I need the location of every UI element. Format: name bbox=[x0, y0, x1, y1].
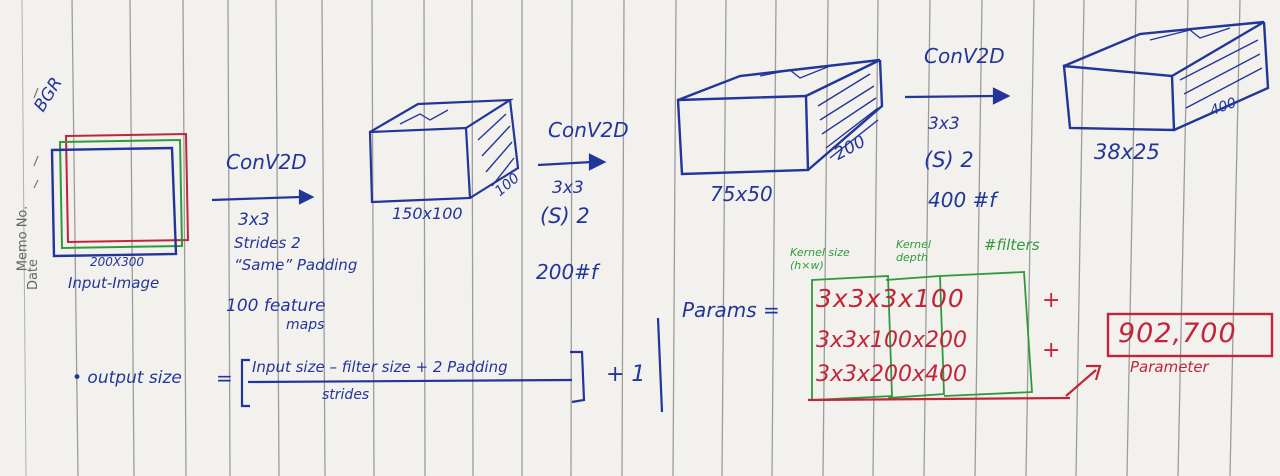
feature-map-cube-1 bbox=[368, 98, 520, 204]
layer1-op-label: ConV2D bbox=[226, 150, 307, 174]
cube2-size-label: 75x50 bbox=[710, 182, 773, 206]
arrow-3 bbox=[904, 87, 1011, 105]
params-total-label: Parameter bbox=[1130, 358, 1209, 376]
params-sum-arrow bbox=[807, 364, 1102, 402]
margin-line bbox=[21, 0, 27, 476]
layer1-strides-label: Strides 2 bbox=[234, 234, 301, 252]
params-total: 902,700 bbox=[1118, 318, 1237, 349]
layer3-strides-label: (S) 2 bbox=[924, 148, 974, 172]
formula-numerator: Input size – filter size + 2 Padding bbox=[252, 358, 508, 376]
arrow-1 bbox=[211, 189, 315, 205]
input-image-stack bbox=[50, 132, 190, 258]
layer1-maps-label: 100 feature bbox=[226, 296, 326, 316]
params-row-3: 3x3x200x400 bbox=[816, 362, 968, 387]
layer2-filters-label: 200#f bbox=[536, 260, 598, 284]
cube1-size-label: 150x100 bbox=[392, 204, 463, 223]
arrow-2 bbox=[537, 153, 607, 171]
layer2-op-label: ConV2D bbox=[548, 118, 629, 142]
input-size-label: 200X300 bbox=[90, 255, 145, 269]
rule-lines bbox=[71, 0, 1241, 476]
layer2-strides-label: (S) 2 bbox=[540, 204, 590, 228]
feature-map-cube-2 bbox=[676, 58, 884, 176]
layer1-kernel-label: 3x3 bbox=[238, 210, 270, 230]
params-label: Params = bbox=[682, 298, 780, 322]
layer3-filters-label: 400 #f bbox=[928, 188, 997, 212]
header-kernel-depth: Kernel depth bbox=[896, 238, 931, 265]
layer1-padding-label: “Same” Padding bbox=[234, 256, 358, 274]
layer2-kernel-label: 3x3 bbox=[552, 178, 584, 198]
params-row-2: 3x3x100x200 bbox=[816, 328, 968, 353]
formula-strokes bbox=[240, 317, 664, 413]
input-image-label: Input-Image bbox=[68, 274, 160, 292]
layer3-kernel-label: 3x3 bbox=[928, 114, 960, 134]
cube3-size-label: 38x25 bbox=[1094, 140, 1160, 164]
total-box bbox=[1106, 312, 1274, 358]
layer1-maps-label-2: maps bbox=[286, 317, 325, 333]
header-filters: #filters bbox=[984, 236, 1040, 254]
formula-plus-one: + 1 bbox=[606, 362, 646, 387]
formula-denominator: strides bbox=[322, 387, 370, 403]
params-plus-1: + bbox=[1042, 288, 1061, 313]
formula-label: • output size bbox=[72, 368, 182, 388]
params-row-1: 3x3x3x100 bbox=[816, 284, 965, 313]
layer3-op-label: ConV2D bbox=[924, 44, 1005, 68]
params-grouping-boxes bbox=[811, 271, 1033, 401]
feature-map-cube-3 bbox=[1062, 20, 1270, 132]
params-plus-2: + bbox=[1042, 338, 1061, 363]
date-label: Date bbox=[26, 258, 42, 291]
formula-equals: = bbox=[216, 366, 233, 390]
header-kernel-size: Kernel size (h×w) bbox=[790, 246, 850, 273]
